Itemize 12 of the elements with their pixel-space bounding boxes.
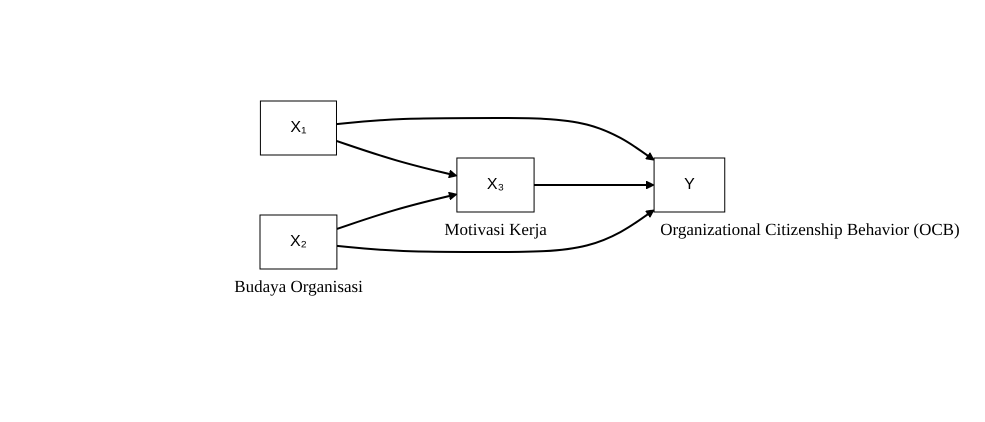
arrow xyxy=(534,180,655,190)
arrow xyxy=(336,117,655,161)
node-caption: Budaya Organisasi xyxy=(234,277,363,297)
arrow xyxy=(336,192,458,230)
node-caption: Motivasi Kerja xyxy=(444,220,547,240)
arrow xyxy=(336,209,655,253)
node-box: Y xyxy=(654,158,726,212)
node-box: X₂ xyxy=(260,214,338,270)
node-box: X₁ xyxy=(260,100,338,156)
arrow xyxy=(336,140,458,178)
node-box: X₃ xyxy=(456,158,535,212)
node-caption: Organizational Citizenship Behavior (OCB) xyxy=(660,220,960,240)
